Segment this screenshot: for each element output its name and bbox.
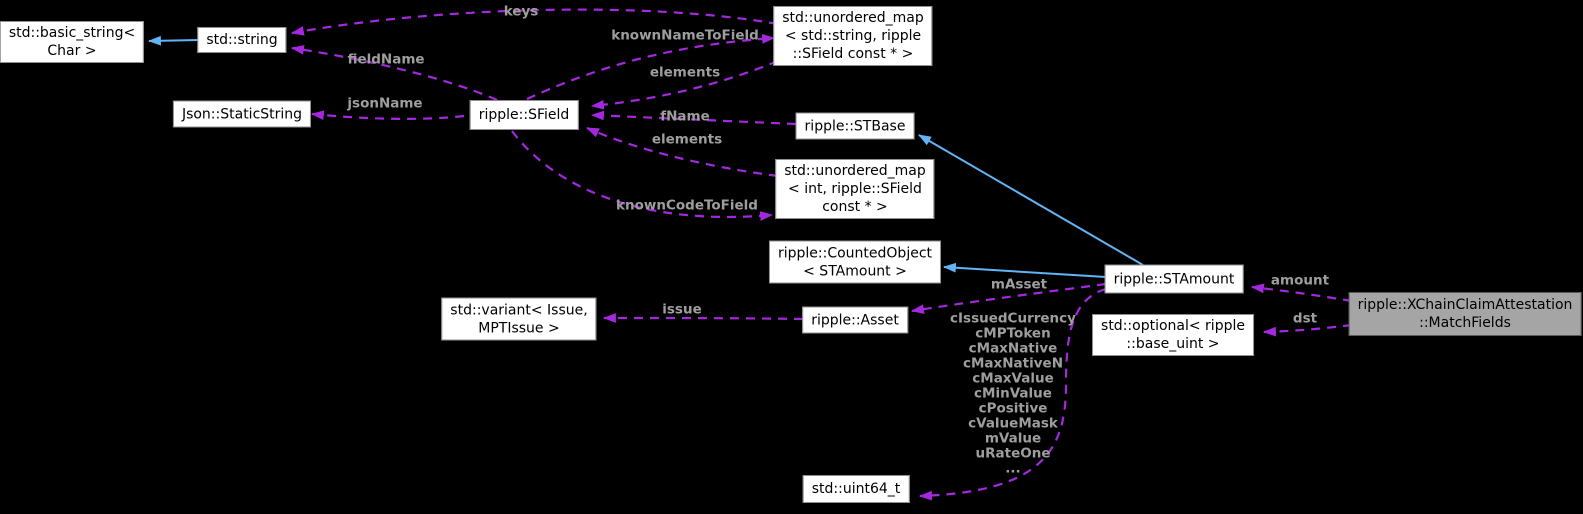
node-std-optional-base-uint[interactable]: std::optional< ripple ::base_uint > <box>1092 314 1254 356</box>
edge-label-knownnametofield: knownNameToField <box>611 27 759 44</box>
node-xchainclaimattestation-matchfields: ripple::XChainClaimAttestation ::MatchFi… <box>1348 292 1582 336</box>
node-ripple-stamount[interactable]: ripple::STAmount <box>1104 264 1244 294</box>
node-ripple-countedobject-stamount[interactable]: ripple::CountedObject < STAmount > <box>768 240 942 284</box>
node-unordered-map-string-sfield[interactable]: std::unordered_map < std::string, ripple… <box>773 6 933 66</box>
node-std-uint64-t[interactable]: std::uint64_t <box>802 475 910 503</box>
edge-label-fname: fName <box>660 108 710 125</box>
node-std-basic-string[interactable]: std::basic_string< Char > <box>0 21 145 63</box>
edge-label-stamount-members: cIssuedCurrency cMPToken cMaxNative cMax… <box>950 310 1076 477</box>
edge-label-elements-top: elements <box>649 64 721 81</box>
node-ripple-asset[interactable]: ripple::Asset <box>802 306 908 334</box>
edge-label-elements-bottom: elements <box>651 131 723 148</box>
edge-label-masset: mAsset <box>990 276 1048 293</box>
node-std-string[interactable]: std::string <box>197 27 287 53</box>
edge-label-keys: keys <box>503 3 539 20</box>
edge-label-jsonname: jsonName <box>347 95 423 112</box>
edge-label-fieldname: fieldName <box>347 51 425 68</box>
edge-label-amount: amount <box>1270 272 1330 289</box>
node-ripple-sfield[interactable]: ripple::SField <box>469 100 579 130</box>
node-unordered-map-int-sfield[interactable]: std::unordered_map < int, ripple::SField… <box>775 159 935 219</box>
node-ripple-stbase[interactable]: ripple::STBase <box>795 112 915 140</box>
edge-label-issue: issue <box>662 301 702 318</box>
node-std-variant-issue-mptissue[interactable]: std::variant< Issue, MPTIssue > <box>441 297 597 341</box>
edge-label-knowncodetofield: knownCodeToField <box>616 197 758 214</box>
node-json-staticstring[interactable]: Json::StaticString <box>172 100 312 128</box>
edge-label-dst: dst <box>1292 310 1318 327</box>
